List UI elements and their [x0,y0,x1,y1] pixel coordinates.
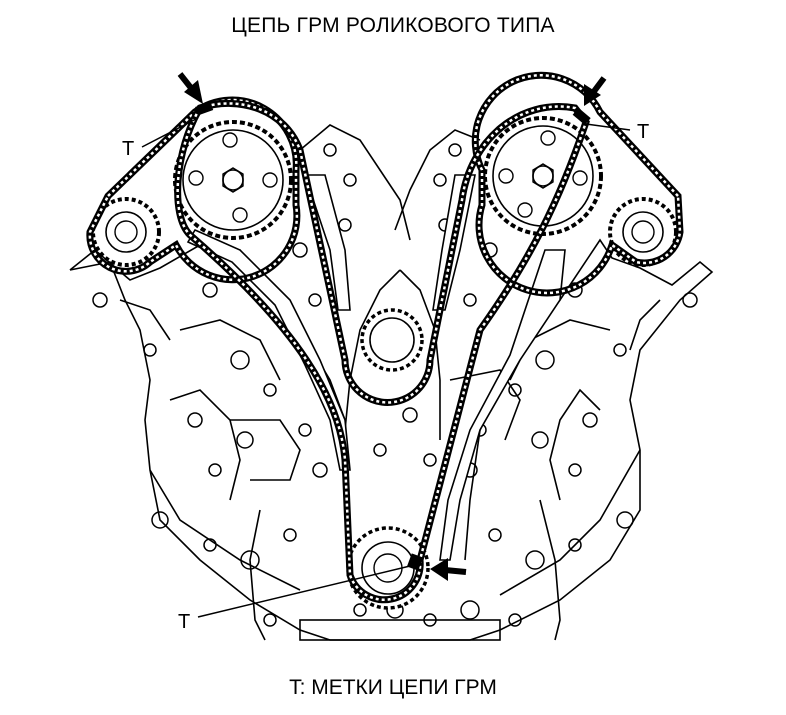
mark-leader-lines [141,117,631,618]
mark-label-right-camshaft: T [637,121,649,143]
arrow-crankshaft [430,558,467,581]
mark-label-left-camshaft: T [122,138,134,160]
diagram-title: ЦЕПЬ ГРМ РОЛИКОВОГО ТИПА [231,14,555,37]
chain-mark-links [195,101,591,571]
arrow-left-camshaft [177,72,203,104]
arrow-right-camshaft [584,76,607,106]
left-camshaft-sprocket [173,120,293,240]
timing-chain [86,71,684,604]
idler-sprocket [360,308,424,372]
bolts [92,143,698,627]
diagram-caption: T: МЕТКИ ЦЕПИ ГРМ [289,676,497,699]
mark-label-crankshaft: T [178,611,190,633]
right-camshaft-sprocket [483,116,603,236]
left-exhaust-sprocket [91,197,161,267]
